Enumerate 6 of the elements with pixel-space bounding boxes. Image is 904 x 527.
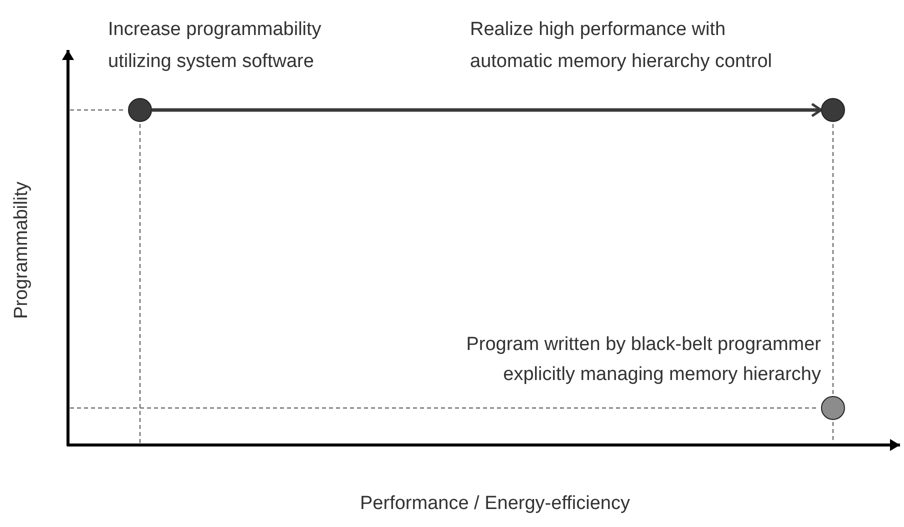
point-caption: Increase programmability utilizing system software [108,18,322,74]
arrow [152,102,822,118]
point-caption: Program written by black-belt programmer explicitly managing memory hierarchy [465,333,821,387]
axis-title: Programmability [10,180,33,321]
point-caption: Realize high performance with automatic memory hierarchy control [470,18,773,74]
axis-title: Performance / Energy-efficiency [359,492,631,516]
